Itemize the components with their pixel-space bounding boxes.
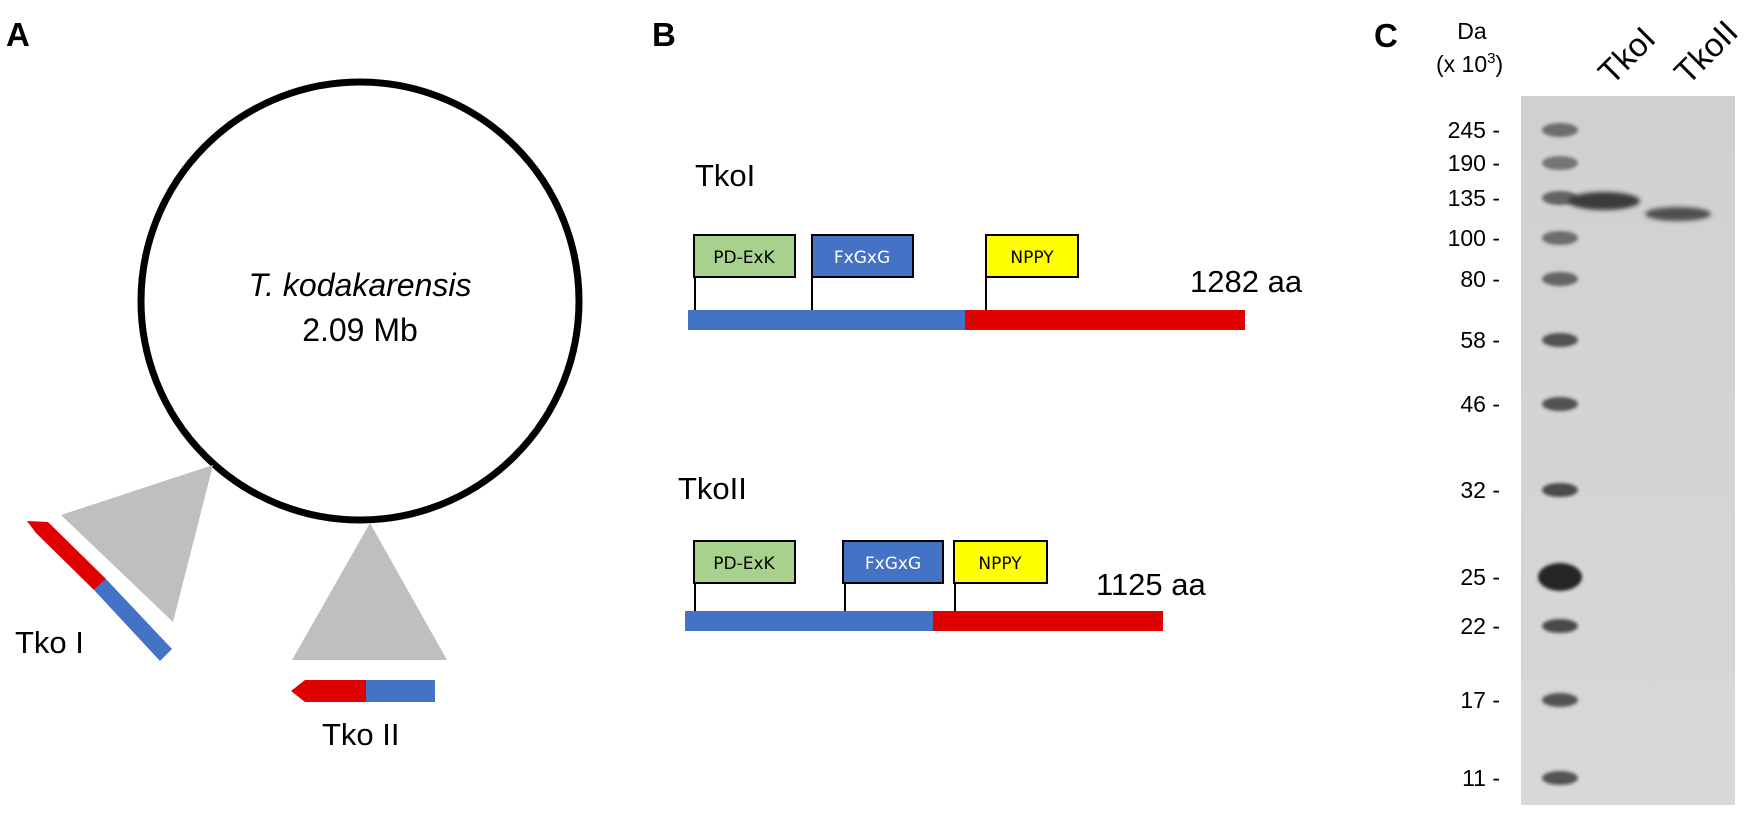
units-label-da: Da [1457,18,1487,44]
panel-letter-b: B [652,16,676,53]
marker-label: 245 - [1448,117,1500,143]
marker-label: 25 - [1460,564,1500,590]
panel-letter-a: A [6,16,30,53]
tko1-locus-triangle [61,465,213,622]
units-label-close: ) [1495,51,1503,77]
tkoi-domain-nppy [985,234,1079,278]
tkoi-domain-fxgxg-label: FxGxG [834,248,890,268]
ladder-band [1542,231,1578,245]
marker-label: 135 - [1448,185,1500,211]
ladder-band [1542,272,1578,286]
tkoii-length: 1125 aa [1096,567,1207,602]
tkoii-domain-pdexk [693,540,796,584]
tkoi-bar-red [965,310,1245,330]
tkoi-protein-name: TkoI [695,158,755,193]
tkoii-bar-red [933,611,1163,631]
tko2-gene-red-segment [291,680,366,702]
tkoi-domain-nppy-label: NPPY [1010,248,1054,268]
tkoii-band [1645,207,1711,221]
marker-label: 58 - [1460,327,1500,353]
tkoii-protein-name: TkoII [678,471,747,506]
ladder-band [1542,619,1578,633]
tkoi-domain-fxgxg [811,234,914,278]
units-label-scale: (x 103) [1436,50,1503,77]
marker-label: 11 - [1462,765,1500,791]
tko1-gene-blue-segment [94,579,172,661]
tkoii-domain-nppy [953,540,1048,584]
tkoi-domain-pdexk [693,234,796,278]
genome-size: 2.09 Mb [302,312,418,348]
units-label-exponent: 3 [1487,50,1495,67]
tko2-gene-blue-segment [366,680,435,702]
marker-labels: 245 - 190 - 135 - 100 - 80 - 58 - 46 - 32 - 25 -… [1448,117,1500,791]
panel-letter-c: C [1374,17,1398,54]
marker-label: 32 - [1460,477,1500,503]
marker-label: 80 - [1460,266,1500,292]
tkoii-bar-blue [685,611,933,631]
ladder-band [1542,333,1578,347]
tkoii-domain-fxgxg-label: FxGxG [865,554,921,574]
tko2-locus-triangle [292,523,447,660]
organism-name: T. kodakarensis [249,267,472,303]
tkoii-domain-pdexk-label: PD-ExK [713,554,775,574]
ladder-band [1542,693,1578,707]
ladder-band [1538,563,1582,591]
tkoi-bar-blue [688,310,965,330]
marker-label: 46 - [1460,391,1500,417]
tkoii-domain-nppy-label: NPPY [978,554,1022,574]
tko1-gene-red-segment [27,521,106,590]
marker-label: 22 - [1460,613,1500,639]
lane-label-tkoii: TkoII [1667,13,1744,91]
ladder-band [1542,771,1578,785]
tkoi-domain-pdexk-label: PD-ExK [713,248,775,268]
ladder-band [1542,483,1578,497]
marker-label: 17 - [1460,687,1500,713]
ladder-band [1542,397,1578,411]
marker-label: 100 - [1448,225,1500,251]
ladder-lane [1538,123,1582,785]
tkoi-band [1568,192,1640,210]
tkoi-length: 1282 aa [1190,264,1303,299]
units-label-scale-base: (x 10 [1436,51,1487,77]
tkoii-domain-fxgxg [842,540,944,584]
marker-label: 190 - [1448,150,1500,176]
tko2-gene-label: Tko II [322,717,400,752]
tko1-gene-label: Tko I [15,625,84,660]
lane-label-tkoi: TkoI [1591,19,1663,91]
ladder-band [1542,123,1578,137]
genome-circle [137,78,583,524]
sample-lanes [1568,192,1711,221]
ladder-band [1542,156,1578,170]
